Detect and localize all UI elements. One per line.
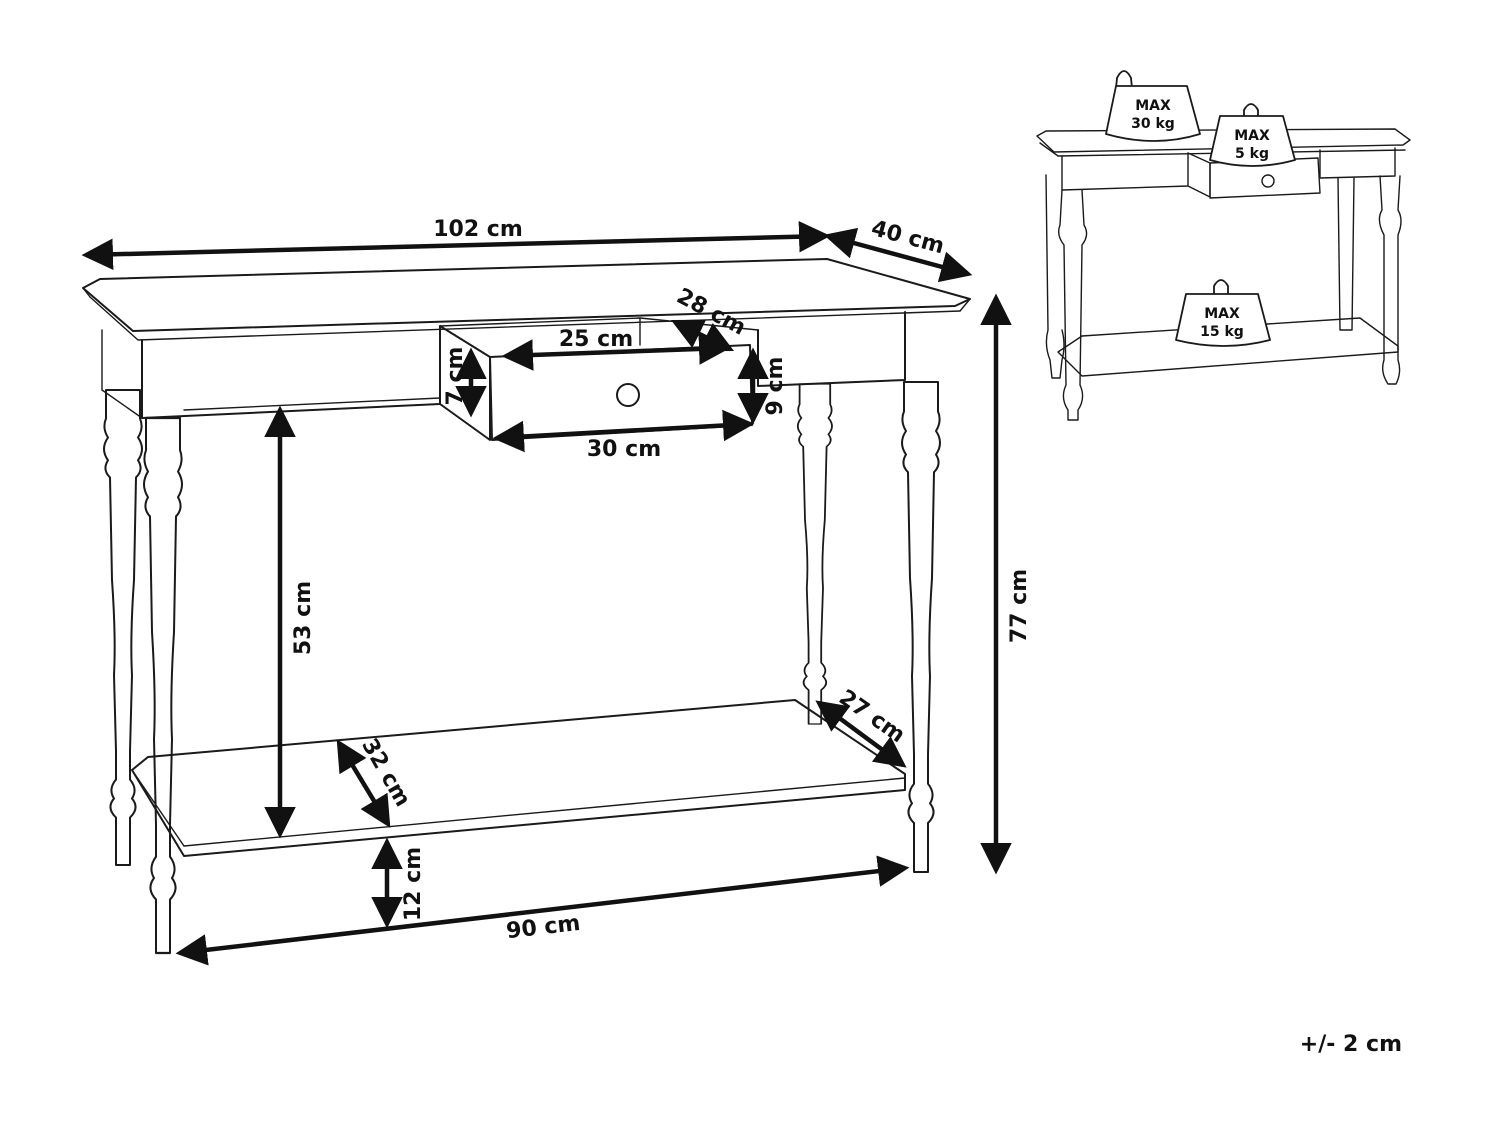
main-table-drawing <box>82 258 971 955</box>
label-drawer-outer-width: 30 cm <box>587 437 661 462</box>
load-limit-inset: MAX 30 kg MAX 5 kg MAX 15 kg <box>1036 70 1411 421</box>
weight-icon-shelf: MAX 15 kg <box>1175 279 1271 347</box>
bottom-shelf <box>131 699 906 857</box>
drawer-knob <box>616 383 640 407</box>
weight-icon-top: MAX 30 kg <box>1105 70 1201 142</box>
label-drawer-inner-width: 25 cm <box>559 327 633 352</box>
back-right-leg <box>796 383 833 725</box>
label-width-top: 102 cm <box>433 217 523 242</box>
label-shelf-height: 12 cm <box>401 847 426 921</box>
weight-icon-drawer: MAX 5 kg <box>1209 103 1296 167</box>
front-right-leg <box>901 381 941 873</box>
label-total-height: 77 cm <box>1007 569 1032 643</box>
dimension-labels: 102 cm 40 cm 28 cm 25 cm 7 cm 9 cm 30 cm… <box>291 216 1032 944</box>
back-left-leg <box>103 389 143 866</box>
front-left-leg <box>142 416 184 955</box>
svg-text:15 kg: 15 kg <box>1200 324 1244 340</box>
label-shelf-depth-back: 27 cm <box>834 685 909 748</box>
label-drawer-outer-height: 9 cm <box>763 357 788 416</box>
dimension-lines <box>81 220 1012 966</box>
label-leg-clearance: 53 cm <box>291 581 316 655</box>
label-width-bottom: 90 cm <box>505 911 582 944</box>
label-depth-top: 40 cm <box>869 216 947 259</box>
label-drawer-depth: 28 cm <box>672 284 749 341</box>
svg-text:MAX: MAX <box>1135 98 1171 114</box>
label-drawer-inner-height: 7 cm <box>443 347 468 406</box>
svg-text:5 kg: 5 kg <box>1235 146 1269 162</box>
label-shelf-depth-front: 32 cm <box>356 734 415 811</box>
tolerance-note: +/- 2 cm <box>1300 1032 1402 1057</box>
tabletop <box>82 258 971 332</box>
svg-text:MAX: MAX <box>1204 306 1240 322</box>
front-apron <box>141 325 441 419</box>
svg-text:MAX: MAX <box>1234 128 1270 144</box>
svg-text:30 kg: 30 kg <box>1131 116 1175 132</box>
